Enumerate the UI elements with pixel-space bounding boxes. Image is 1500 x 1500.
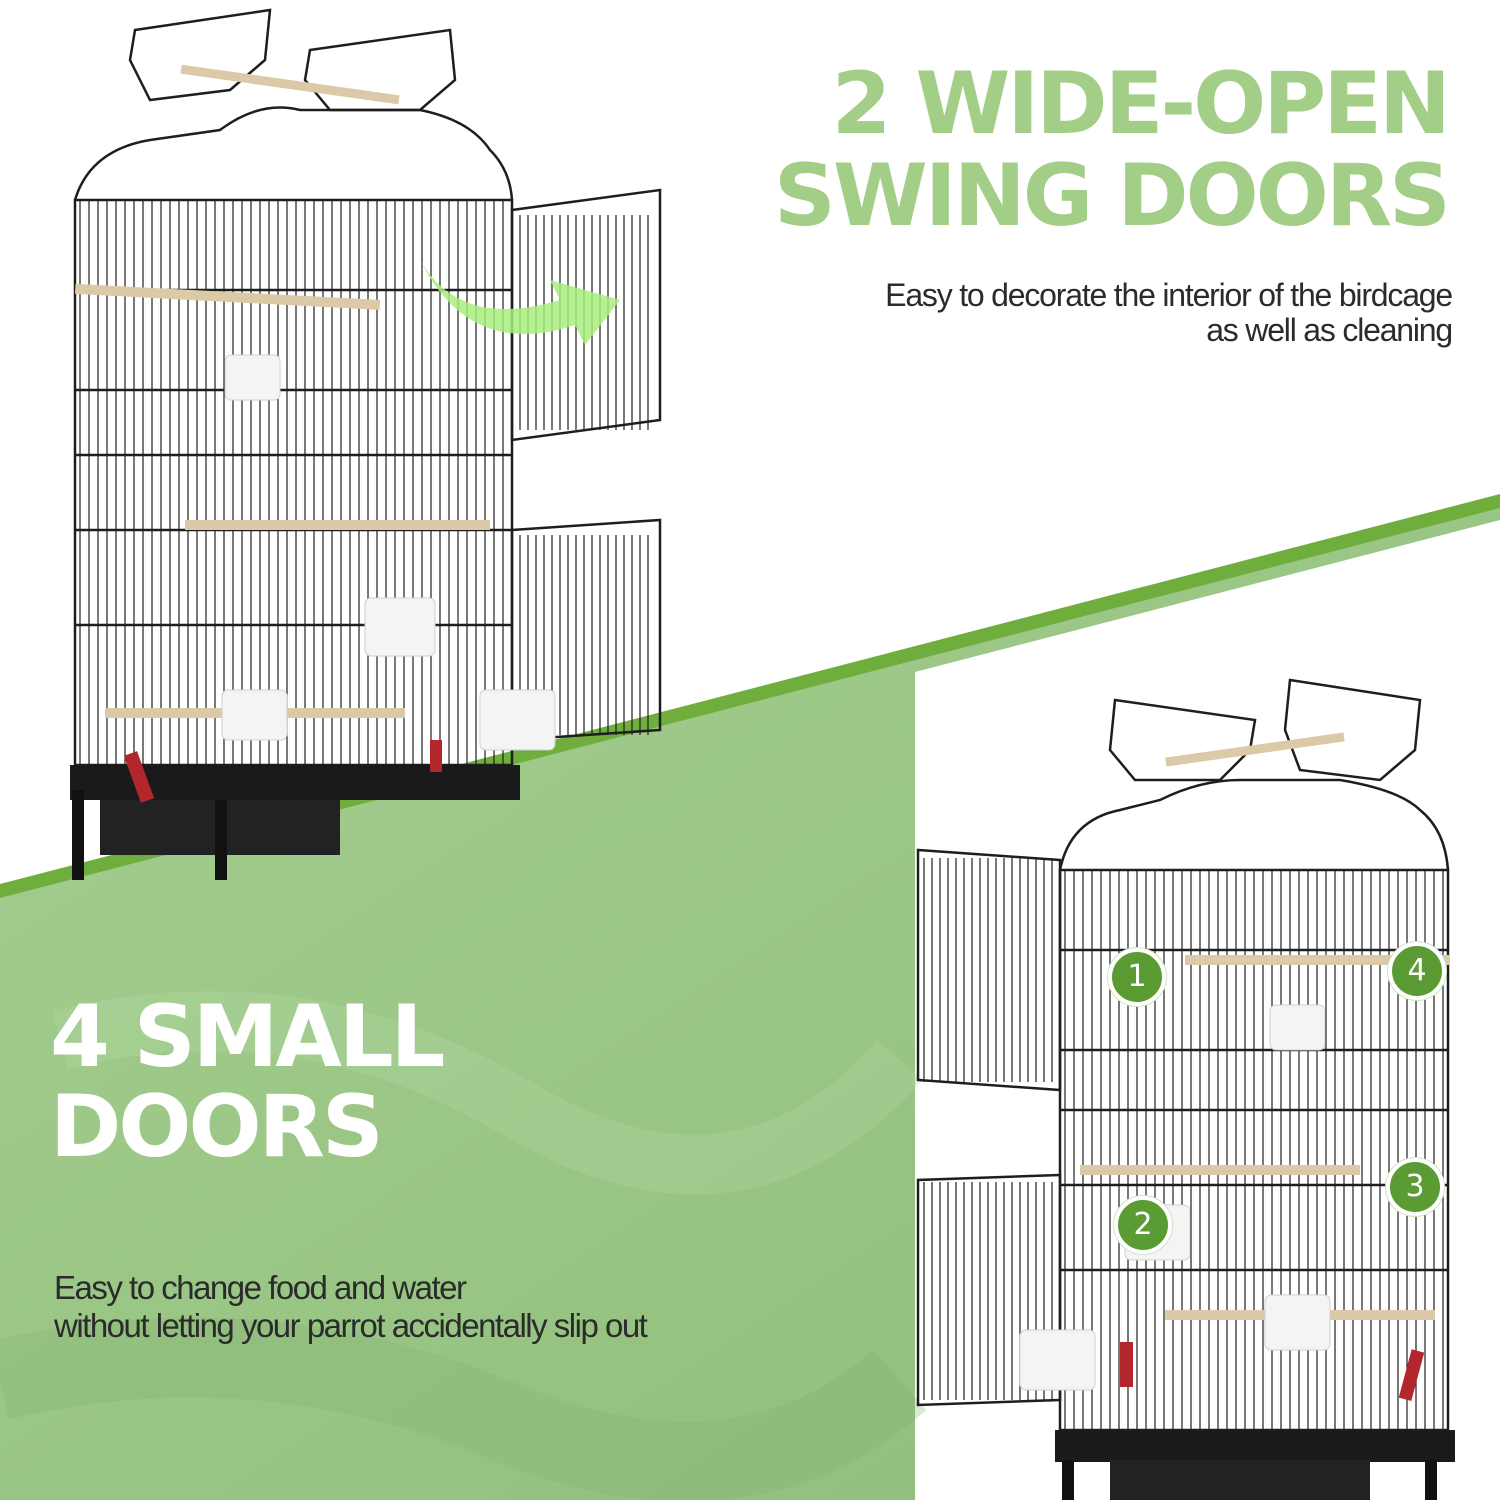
feeder-cup	[224, 354, 281, 401]
stand-leg	[1425, 1460, 1437, 1500]
stand-leg	[72, 790, 84, 880]
perch	[1080, 1165, 1360, 1175]
perch	[1185, 955, 1450, 965]
door-marker-4: 4	[1388, 942, 1446, 1000]
stand-leg	[1062, 1460, 1074, 1500]
swing-doors-description-line2: as well as cleaning	[1206, 312, 1453, 348]
cage-drawer	[1110, 1460, 1370, 1500]
feeder-cup	[479, 689, 556, 751]
perch	[180, 64, 400, 105]
birdcage-small-doors-image	[916, 678, 1455, 1500]
feeder-cup	[364, 597, 436, 657]
cage-tray	[1055, 1430, 1455, 1462]
feeder-cup	[221, 689, 288, 741]
stand-leg	[215, 800, 227, 880]
feeder-cup	[1019, 1329, 1096, 1391]
latch-red	[1398, 1349, 1425, 1401]
swing-doors-description: Easy to decorate the interior of the bir…	[692, 277, 1453, 348]
perch	[185, 520, 490, 530]
small-doors-headline-line1: 4 SMALL	[50, 987, 445, 1087]
feeder-cup	[1269, 1004, 1326, 1051]
small-doors-description: Easy to change food and water without le…	[54, 1269, 854, 1345]
small-doors-description-line1: Easy to change food and water	[54, 1269, 467, 1306]
swing-doors-headline-line2: SWING DOORS	[773, 146, 1451, 246]
latch-red	[430, 740, 442, 772]
latch-red	[1120, 1342, 1133, 1387]
swing-doors-headline-line1: 2 WIDE-OPEN	[831, 54, 1451, 154]
latch-red	[123, 751, 155, 803]
perch	[1165, 732, 1345, 767]
feeder-cup	[1264, 1294, 1331, 1351]
small-doors-headline: 4 SMALL DOORS	[50, 992, 610, 1172]
swing-doors-description-line1: Easy to decorate the interior of the bir…	[885, 277, 1453, 313]
birdcage-swing-doors-image	[70, 8, 662, 880]
door-marker-3: 3	[1386, 1158, 1444, 1216]
door-marker-1: 1	[1108, 948, 1166, 1006]
swing-doors-headline: 2 WIDE-OPEN SWING DOORS	[628, 54, 1451, 246]
green-diagonal-panel	[0, 505, 1500, 1500]
small-doors-headline-line2: DOORS	[50, 1077, 384, 1177]
green-curved-arrow-icon	[420, 260, 620, 345]
door-marker-2: 2	[1114, 1196, 1172, 1254]
perch	[74, 283, 381, 310]
small-doors-description-line2: without letting your parrot accidentally…	[54, 1307, 648, 1344]
